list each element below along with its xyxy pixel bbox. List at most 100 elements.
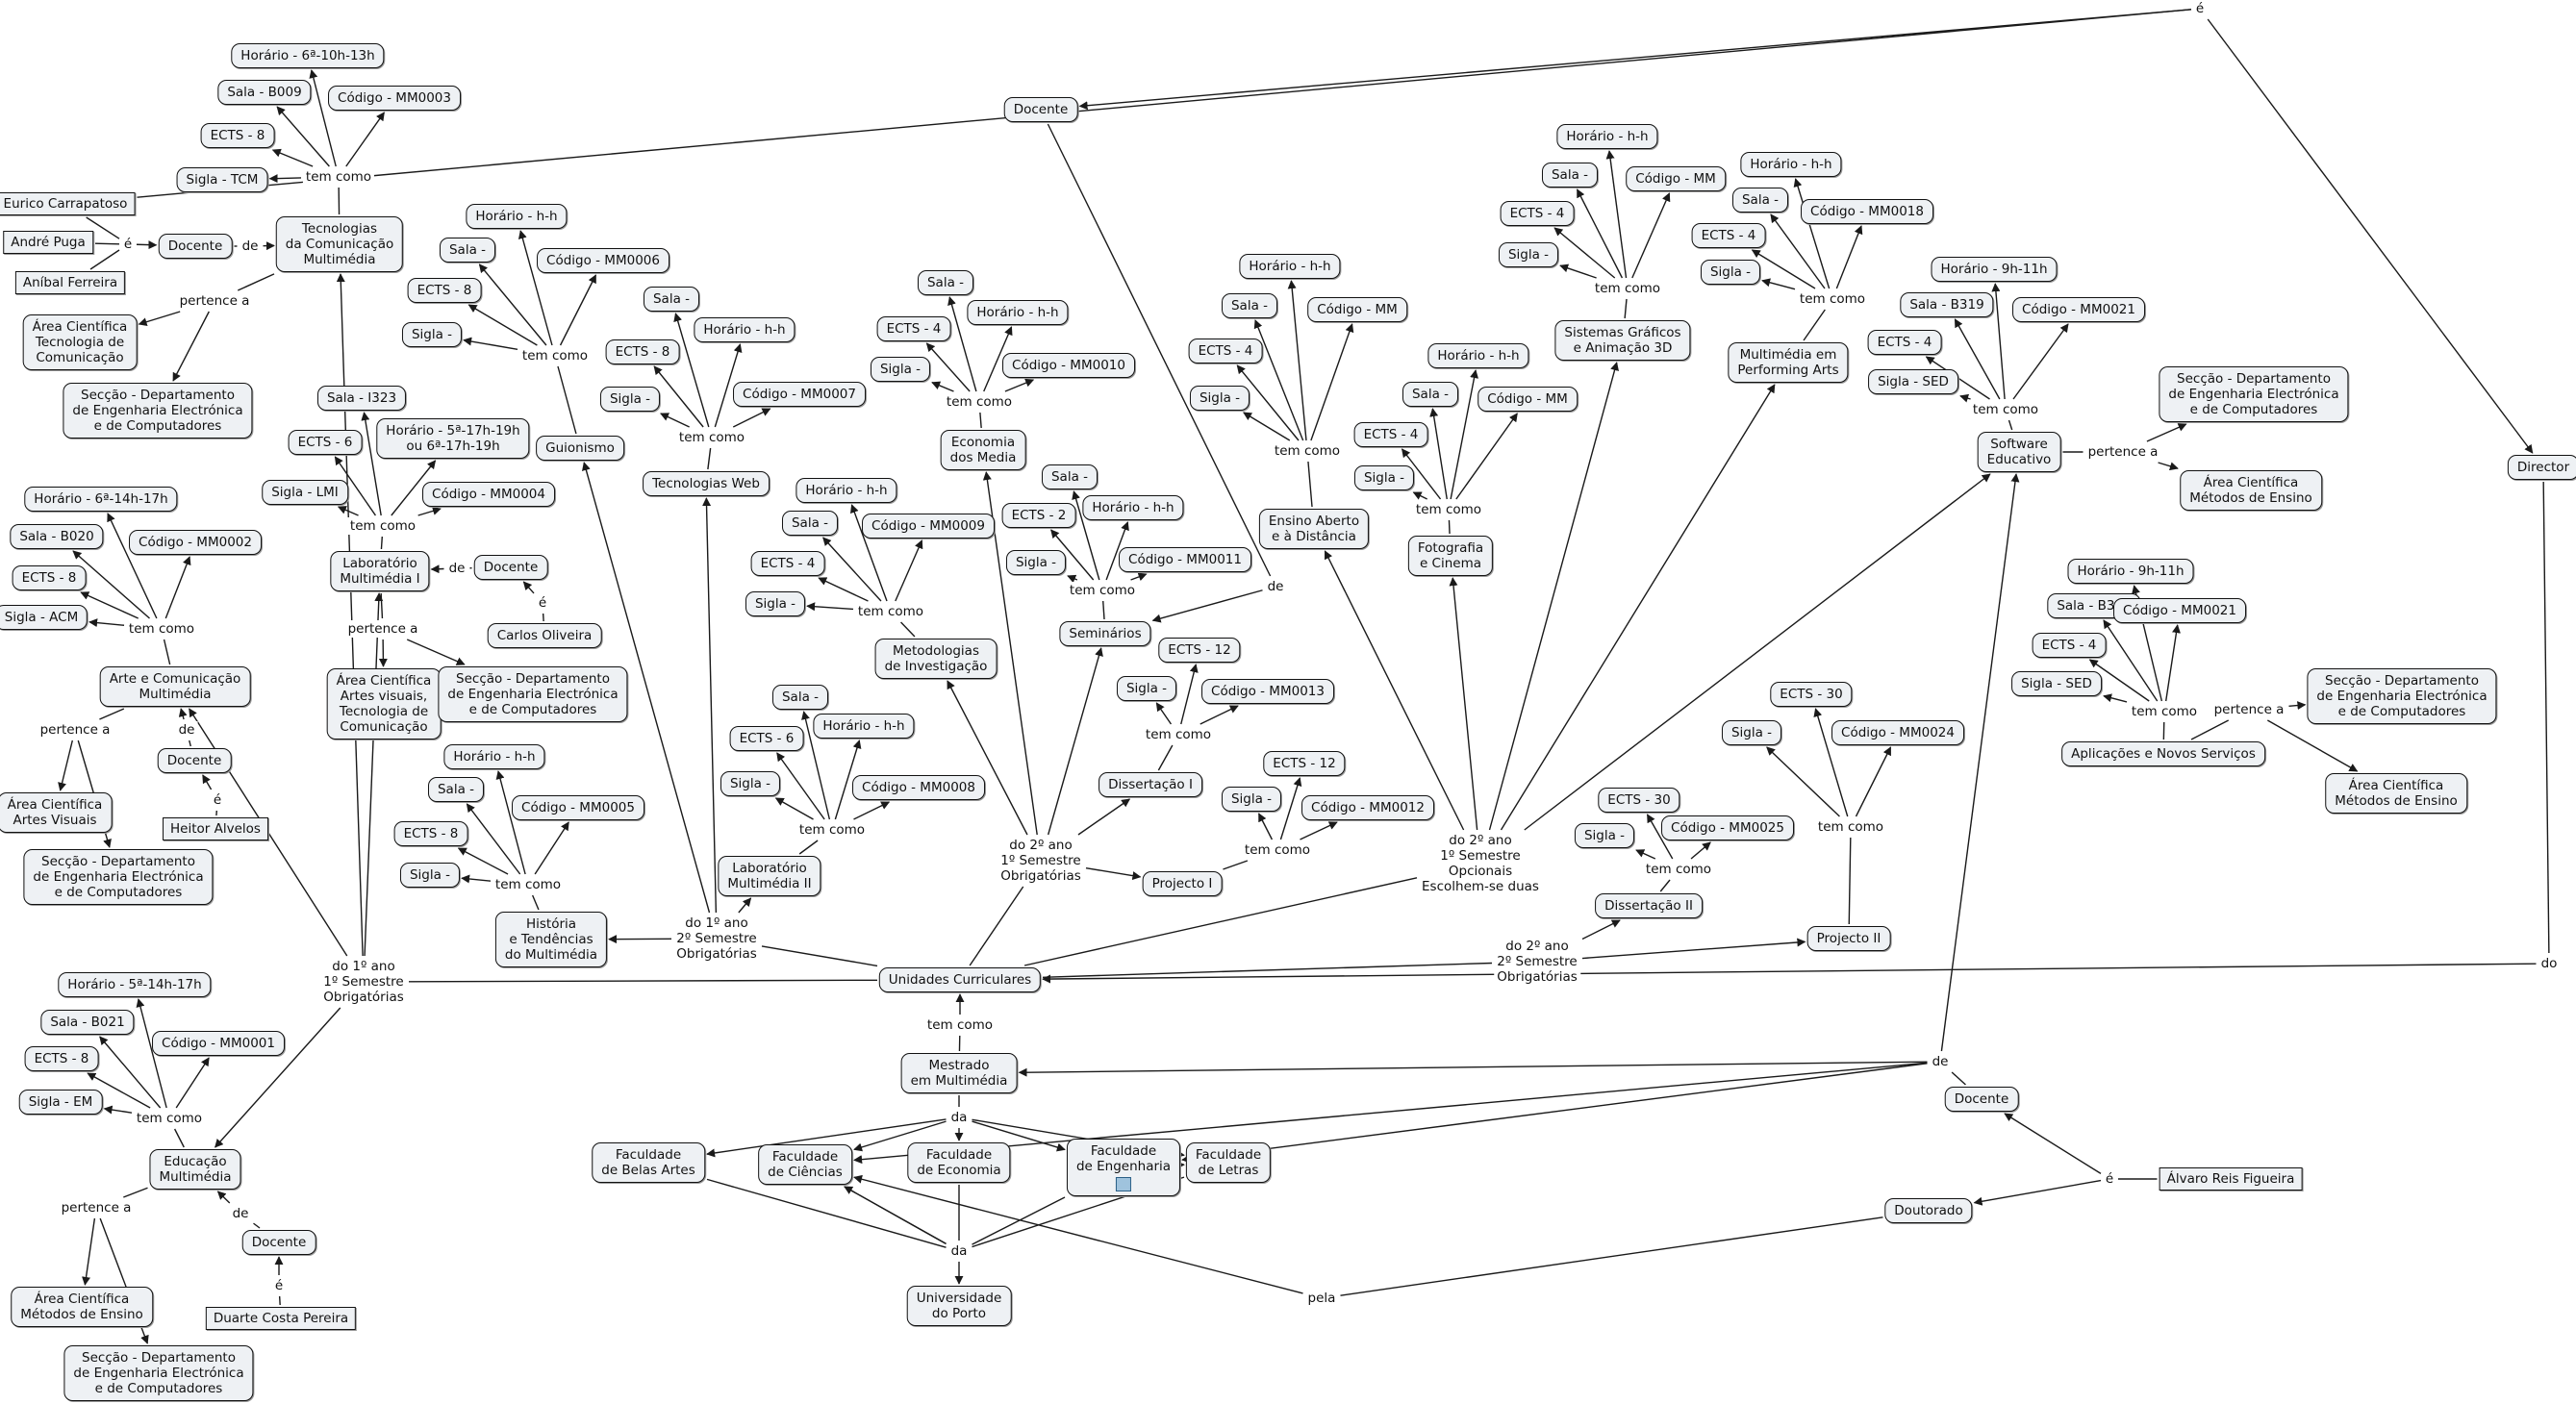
node-horario-tw[interactable]: Horário - h-h — [694, 317, 796, 342]
node-sigla-em[interactable]: Sigla - EM — [18, 1090, 103, 1115]
node-sala-em[interactable]: Sala - B021 — [40, 1010, 135, 1035]
node-area-lm1[interactable]: Área Científica Artes visuais, Tecnologi… — [326, 668, 442, 740]
node-sigla-htm[interactable]: Sigla - — [399, 863, 461, 888]
node-seccao-acm[interactable]: Secção - Departamento de Engenharia Elec… — [23, 849, 214, 905]
node-fcien[interactable]: Faculdade de Ciências — [758, 1144, 852, 1185]
node-ects-acm[interactable]: ECTS - 8 — [12, 565, 87, 590]
node-sala-fc[interactable]: Sala - — [1402, 382, 1459, 407]
node-horario-ead[interactable]: Horário - h-h — [1239, 254, 1341, 279]
node-codigo-sga[interactable]: Código - MM — [1626, 166, 1726, 191]
node-sala-htm[interactable]: Sala - — [427, 777, 485, 802]
node-ects-gui[interactable]: ECTS - 8 — [407, 278, 482, 303]
node-ects-mi[interactable]: ECTS - 4 — [750, 551, 825, 576]
node-sigla-fc[interactable]: Sigla - — [1353, 465, 1415, 490]
node-acm[interactable]: Arte e Comunicação Multimédia — [99, 666, 251, 707]
node-area-em[interactable]: Área Científica Métodos de Ensino — [11, 1287, 153, 1327]
node-sala-edm[interactable]: Sala - — [917, 270, 974, 295]
node-ects-p2[interactable]: ECTS - 30 — [1770, 682, 1853, 707]
node-sem[interactable]: Seminários — [1059, 621, 1151, 646]
node-codigo-p2[interactable]: Código - MM0024 — [1831, 720, 1964, 745]
node-sala-tcm[interactable]: Sala - B009 — [217, 80, 312, 105]
node-se[interactable]: Software Educativo — [1977, 432, 2061, 472]
node-sigla-d1[interactable]: Sigla - — [1116, 676, 1177, 701]
node-gui[interactable]: Guionismo — [536, 436, 624, 461]
node-seccao-lm1[interactable]: Secção - Departamento de Engenharia Elec… — [438, 666, 628, 722]
node-fecon[interactable]: Faculdade de Economia — [907, 1142, 1011, 1183]
node-horario-mpa[interactable]: Horário - h-h — [1740, 152, 1842, 177]
node-docente-em[interactable]: Docente — [241, 1230, 316, 1255]
node-codigo-em[interactable]: Código - MM0001 — [152, 1031, 285, 1056]
node-htm[interactable]: História e Tendências do Multimédia — [494, 912, 608, 967]
node-codigo-ead[interactable]: Código - MM — [1307, 297, 1407, 322]
node-sigla-sem[interactable]: Sigla - — [1005, 550, 1067, 575]
node-carlos[interactable]: Carlos Oliveira — [487, 623, 602, 648]
node-docente-lm1[interactable]: Docente — [473, 555, 548, 580]
node-sala-mi[interactable]: Sala - — [781, 511, 839, 536]
node-codigo-p1[interactable]: Código - MM0012 — [1301, 795, 1434, 820]
node-codigo-mpa[interactable]: Código - MM0018 — [1801, 199, 1933, 224]
node-ects-mpa[interactable]: ECTS - 4 — [1691, 223, 1766, 248]
node-director[interactable]: Director — [2507, 455, 2576, 480]
node-ects-tcm[interactable]: ECTS - 8 — [200, 123, 275, 148]
node-codigo-d2[interactable]: Código - MM0025 — [1661, 815, 1794, 840]
node-p1[interactable]: Projecto I — [1142, 871, 1223, 896]
node-codigo-ans[interactable]: Código - MM0021 — [2113, 598, 2246, 623]
node-sigla-p2[interactable]: Sigla - — [1721, 720, 1782, 745]
node-codigo-d1[interactable]: Código - MM0013 — [1201, 679, 1334, 704]
node-sigla-acm[interactable]: Sigla - ACM — [0, 605, 88, 630]
node-codigo-gui[interactable]: Código - MM0006 — [537, 248, 669, 273]
node-sala-mpa[interactable]: Sala - — [1731, 188, 1789, 213]
node-sala-lm2[interactable]: Sala - — [771, 685, 829, 710]
node-doutorado[interactable]: Doutorado — [1884, 1198, 1973, 1223]
node-sigla-se[interactable]: Sigla - SED — [1868, 369, 1958, 394]
node-d1[interactable]: Dissertação I — [1099, 772, 1202, 797]
node-ects-lm2[interactable]: ECTS - 6 — [729, 726, 804, 751]
node-seccao-ans[interactable]: Secção - Departamento de Engenharia Elec… — [2307, 668, 2497, 724]
node-lm1[interactable]: Laboratório Multimédia I — [330, 551, 430, 591]
node-sala-tw[interactable]: Sala - — [643, 287, 700, 312]
node-sala-sga[interactable]: Sala - — [1541, 163, 1599, 188]
node-area-se[interactable]: Área Científica Métodos de Ensino — [2180, 470, 2322, 511]
node-fc[interactable]: Fotografia e Cinema — [1407, 536, 1494, 576]
node-horario-se[interactable]: Horário - 9h-11h — [1931, 257, 2058, 282]
node-ects-ans[interactable]: ECTS - 4 — [2032, 633, 2107, 658]
node-horario-sem[interactable]: Horário - h-h — [1082, 495, 1184, 520]
node-ects-sem[interactable]: ECTS - 2 — [1001, 503, 1076, 528]
node-sigla-sga[interactable]: Sigla - — [1498, 242, 1559, 267]
node-codigo-tw[interactable]: Código - MM0007 — [733, 382, 866, 407]
node-em[interactable]: Educação Multimédia — [149, 1149, 241, 1190]
node-tw[interactable]: Tecnologias Web — [643, 471, 770, 496]
node-ead[interactable]: Ensino Aberto e à Distância — [1258, 509, 1370, 549]
node-ects-d2[interactable]: ECTS - 30 — [1598, 788, 1680, 813]
node-horario-ans[interactable]: Horário - 9h-11h — [2067, 559, 2194, 584]
node-horario-edm[interactable]: Horário - h-h — [967, 300, 1069, 325]
node-ects-ead[interactable]: ECTS - 4 — [1188, 338, 1263, 364]
node-ects-sga[interactable]: ECTS - 4 — [1500, 201, 1575, 226]
node-docente-tcm[interactable]: Docente — [158, 234, 233, 259]
node-seccao-se[interactable]: Secção - Departamento de Engenharia Elec… — [2159, 366, 2349, 422]
node-horario-lm1[interactable]: Horário - 5ª-17h-19h ou 6ª-17h-19h — [376, 418, 530, 459]
node-seccao-em[interactable]: Secção - Departamento de Engenharia Elec… — [63, 1345, 254, 1401]
node-ects-edm[interactable]: ECTS - 4 — [876, 316, 951, 341]
node-codigo-sem[interactable]: Código - MM0011 — [1119, 547, 1251, 572]
node-codigo-edm[interactable]: Código - MM0010 — [1002, 353, 1135, 378]
node-ects-fc[interactable]: ECTS - 4 — [1353, 422, 1428, 447]
node-sigla-lm2[interactable]: Sigla - — [720, 771, 781, 796]
node-feng[interactable]: Faculdade de Engenharia — [1066, 1139, 1181, 1196]
node-area-tcm[interactable]: Área Científica Tecnologia de Comunicaçã… — [22, 314, 138, 370]
node-sigla-tw[interactable]: Sigla - — [599, 387, 661, 412]
node-sigla-mpa[interactable]: Sigla - — [1700, 260, 1761, 285]
node-alvaro[interactable]: Álvaro Reis Figueira — [2159, 1167, 2303, 1191]
node-sala-lm1[interactable]: Sala - I323 — [316, 386, 407, 411]
node-docente-acm[interactable]: Docente — [157, 748, 232, 773]
node-horario-mi[interactable]: Horário - h-h — [796, 478, 897, 503]
node-codigo-fc[interactable]: Código - MM — [1477, 387, 1578, 412]
node-sigla-edm[interactable]: Sigla - — [870, 357, 931, 382]
node-ects-tw[interactable]: ECTS - 8 — [605, 339, 680, 364]
node-ects-d1[interactable]: ECTS - 12 — [1158, 638, 1241, 663]
node-seccao-tcm[interactable]: Secção - Departamento de Engenharia Elec… — [63, 383, 253, 439]
node-duarte[interactable]: Duarte Costa Pereira — [205, 1307, 357, 1330]
node-sigla-lm1[interactable]: Sigla - LMI — [262, 480, 348, 505]
node-horario-tcm[interactable]: Horário - 6ª-10h-13h — [231, 43, 385, 68]
node-area-ans[interactable]: Área Científica Métodos de Ensino — [2325, 773, 2467, 814]
